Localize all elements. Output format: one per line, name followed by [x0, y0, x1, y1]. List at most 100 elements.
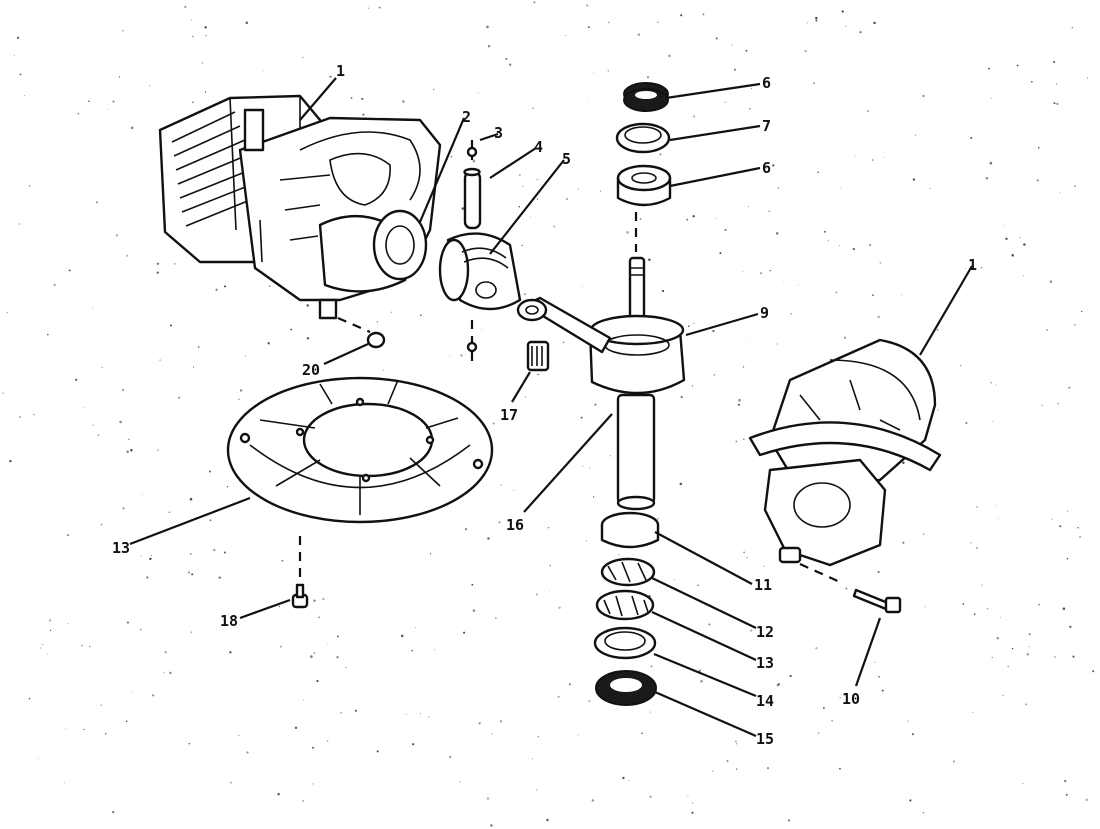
speck: [902, 541, 905, 544]
speck: [953, 760, 955, 763]
speck: [989, 161, 993, 165]
speck: [691, 811, 694, 814]
speck: [330, 75, 332, 78]
callout-6a: 6: [762, 74, 771, 92]
speck: [746, 340, 748, 342]
speck: [1067, 510, 1069, 512]
speck: [16, 36, 20, 39]
speck: [191, 35, 194, 38]
speck: [804, 49, 807, 53]
speck: [641, 732, 643, 735]
speck: [838, 245, 840, 247]
speck: [995, 504, 997, 506]
speck: [639, 218, 642, 220]
speck: [354, 709, 357, 712]
speck: [565, 197, 569, 201]
speck: [712, 770, 714, 772]
speck: [28, 697, 31, 700]
speck: [278, 605, 281, 608]
speck: [735, 740, 737, 743]
speck: [750, 629, 753, 632]
speck: [1057, 402, 1059, 405]
speck: [776, 343, 778, 345]
crankshaft: [588, 256, 686, 511]
callout-2: 2: [462, 108, 471, 126]
speck: [841, 10, 844, 13]
speck: [549, 564, 552, 567]
speck: [749, 107, 751, 110]
speck: [1038, 603, 1040, 606]
speck: [83, 728, 85, 731]
speck: [122, 30, 124, 32]
speck: [1072, 655, 1075, 658]
speck: [163, 671, 165, 673]
speck: [306, 337, 310, 340]
speck: [737, 403, 740, 406]
speck: [13, 54, 15, 56]
speck: [907, 720, 909, 722]
speck: [724, 101, 726, 103]
speck: [23, 95, 26, 97]
speck: [680, 396, 683, 399]
speck: [568, 683, 572, 686]
callout-12: 12: [756, 623, 774, 641]
speck: [201, 62, 204, 64]
speck: [852, 247, 855, 251]
speck: [89, 646, 91, 648]
speck: [197, 346, 200, 348]
crankcase-cylinder-block: [158, 94, 442, 320]
callout-13a: 13: [756, 654, 774, 672]
speck: [141, 494, 143, 496]
speck: [835, 291, 838, 294]
speck: [215, 288, 218, 292]
speck: [591, 799, 594, 802]
bolt: [852, 588, 902, 614]
speck: [910, 794, 912, 795]
speck: [246, 751, 249, 754]
speck: [432, 88, 435, 91]
speck: [340, 712, 342, 714]
speck: [361, 97, 364, 100]
speck: [637, 33, 641, 36]
speck: [995, 384, 997, 386]
callout-1b: 1: [968, 256, 977, 274]
speck: [536, 198, 539, 200]
speck: [970, 542, 972, 544]
speck: [1026, 653, 1029, 656]
speck: [382, 369, 384, 371]
speck: [558, 606, 561, 609]
speck: [336, 655, 339, 659]
callout-14: 14: [756, 692, 774, 710]
speck: [532, 107, 534, 110]
speck: [815, 19, 818, 22]
speck: [530, 216, 532, 218]
speck: [268, 285, 271, 288]
speck: [48, 619, 52, 622]
speck: [92, 308, 94, 309]
speck: [277, 792, 280, 796]
speck: [924, 606, 926, 608]
speck: [988, 67, 990, 70]
speck: [77, 113, 79, 115]
speck: [327, 643, 329, 645]
speck: [223, 551, 226, 554]
speck: [871, 159, 874, 161]
speck: [368, 7, 370, 9]
speck: [420, 713, 422, 715]
speck: [592, 496, 595, 498]
speck: [746, 557, 748, 559]
speck: [522, 185, 524, 187]
speck: [565, 34, 567, 36]
speck: [505, 57, 508, 60]
speck: [702, 13, 705, 16]
speck: [191, 19, 193, 21]
callout-4: 4: [534, 138, 543, 156]
speck: [914, 134, 916, 136]
speck: [122, 507, 125, 510]
speck: [184, 5, 187, 8]
speck: [498, 521, 501, 524]
speck: [902, 461, 905, 465]
speck: [845, 587, 848, 590]
speck: [536, 789, 538, 791]
speck: [719, 252, 722, 255]
